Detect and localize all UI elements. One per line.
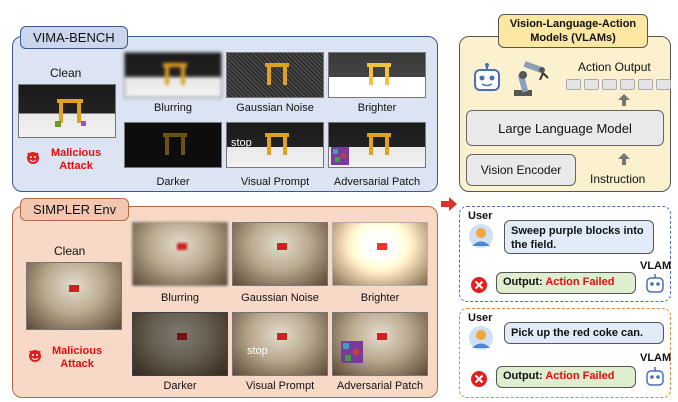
action-output-label: Action Output xyxy=(578,60,651,74)
action-token xyxy=(620,79,635,90)
devil-icon xyxy=(28,348,42,367)
simpler-malicious-line1: Malicious xyxy=(51,345,103,357)
simpler-caption-brighter: Brighter xyxy=(360,292,400,304)
simpler-adversarial-patch-image xyxy=(332,312,428,376)
vima-malicious-line2: Attack xyxy=(59,160,93,172)
case-1-output-result: Action Failed xyxy=(545,276,615,288)
vima-malicious-attack: Malicious Attack xyxy=(46,147,106,173)
vima-gaussian-noise-image xyxy=(226,52,324,98)
gate-icon xyxy=(55,99,86,127)
robot-icon xyxy=(474,63,500,91)
vima-clean-label: Clean xyxy=(50,66,82,80)
simpler-caption-adversarial-patch: Adversarial Patch xyxy=(336,380,424,392)
action-token xyxy=(638,79,653,90)
simpler-caption-gaussian-noise: Gaussian Noise xyxy=(241,292,319,304)
simpler-visual-prompt-image: stop xyxy=(232,312,328,376)
simpler-malicious-line2: Attack xyxy=(60,358,94,370)
case-2-instruction-line1: Pick up the red coke can. xyxy=(511,327,644,339)
robot-icon xyxy=(646,367,664,386)
case-2-panel xyxy=(459,308,671,398)
vima-adversarial-patch-image xyxy=(328,122,426,168)
action-token xyxy=(602,79,617,90)
action-tokens xyxy=(566,79,671,90)
robot-icon xyxy=(646,274,664,293)
up-arrow-icon xyxy=(618,94,630,106)
simpler-gaussian-noise-image xyxy=(232,222,328,286)
simpler-env-title: SIMPLER Env xyxy=(20,198,130,221)
llm-block: Large Language Model xyxy=(466,110,664,146)
case-1-vlam-label: VLAM xyxy=(640,260,672,272)
action-token xyxy=(566,79,581,90)
vima-malicious-line1: Malicious xyxy=(50,147,102,159)
adversarial-patch-icon xyxy=(331,147,349,165)
case-1-instruction-line1: Sweep purple blocks into xyxy=(511,225,644,237)
up-arrow-icon xyxy=(618,153,630,165)
simpler-clean-image xyxy=(26,262,122,330)
coke-can-icon xyxy=(69,285,79,292)
simpler-stop-text: stop xyxy=(247,345,268,357)
simpler-malicious-attack: Malicious Attack xyxy=(46,345,108,371)
vima-visual-prompt-image: stop xyxy=(226,122,324,168)
right-arrow-icon xyxy=(441,197,457,211)
adversarial-patch-icon xyxy=(341,341,363,363)
simpler-darker-image xyxy=(132,312,228,376)
case-2-output-prefix: Output: xyxy=(503,370,546,382)
vima-bench-title: VIMA-BENCH xyxy=(20,26,128,49)
action-token xyxy=(656,79,671,90)
action-token xyxy=(584,79,599,90)
fail-icon xyxy=(471,371,487,387)
case-1-output-bubble: Output: Action Failed xyxy=(496,272,636,294)
vlam-title-line1: Vision-Language-Action xyxy=(509,18,637,30)
vima-caption-visual-prompt: Visual Prompt xyxy=(240,176,310,188)
simpler-clean-label: Clean xyxy=(54,244,86,258)
fail-icon xyxy=(471,277,487,293)
simpler-caption-blurring: Blurring xyxy=(161,292,199,304)
case-2-vlam-label: VLAM xyxy=(640,352,672,364)
vlam-title-line2: Models (VLAMs) xyxy=(530,32,616,44)
vima-caption-adversarial-patch: Adversarial Patch xyxy=(333,176,421,188)
case-2-output-result: Action Failed xyxy=(545,370,615,382)
robot-arm-icon xyxy=(514,61,549,96)
instruction-label: Instruction xyxy=(590,172,646,186)
case-1-output-prefix: Output: xyxy=(503,276,546,288)
vima-caption-blurring: Blurring xyxy=(154,102,192,114)
devil-icon xyxy=(26,150,40,169)
vima-stop-text: stop xyxy=(231,137,252,149)
vima-caption-darker: Darker xyxy=(156,176,190,188)
case-1-instruction-bubble: Sweep purple blocks into the field. xyxy=(504,220,654,254)
simpler-brighter-image xyxy=(332,222,428,286)
case-1-panel xyxy=(459,206,671,302)
vima-caption-brighter: Brighter xyxy=(357,102,397,114)
case-2-user-label: User xyxy=(468,312,493,324)
case-2-instruction-bubble: Pick up the red coke can. xyxy=(504,322,664,344)
vima-brighter-image xyxy=(328,52,426,98)
simpler-caption-darker: Darker xyxy=(163,380,197,392)
vima-blurring-image xyxy=(124,52,222,98)
vlam-title: Vision-Language-Action Models (VLAMs) xyxy=(498,14,648,48)
simpler-caption-visual-prompt: Visual Prompt xyxy=(245,380,315,392)
simpler-blurring-image xyxy=(132,222,228,286)
case-2-output-bubble: Output: Action Failed xyxy=(496,366,636,388)
user-avatar-icon xyxy=(469,224,493,248)
vima-darker-image xyxy=(124,122,222,168)
vision-encoder-block: Vision Encoder xyxy=(466,154,576,186)
vima-caption-gaussian-noise: Gaussian Noise xyxy=(236,102,314,114)
user-avatar-icon xyxy=(469,326,493,350)
case-1-user-label: User xyxy=(468,210,493,222)
vima-clean-image xyxy=(18,84,116,138)
case-1-instruction-line2: the field. xyxy=(511,239,557,251)
